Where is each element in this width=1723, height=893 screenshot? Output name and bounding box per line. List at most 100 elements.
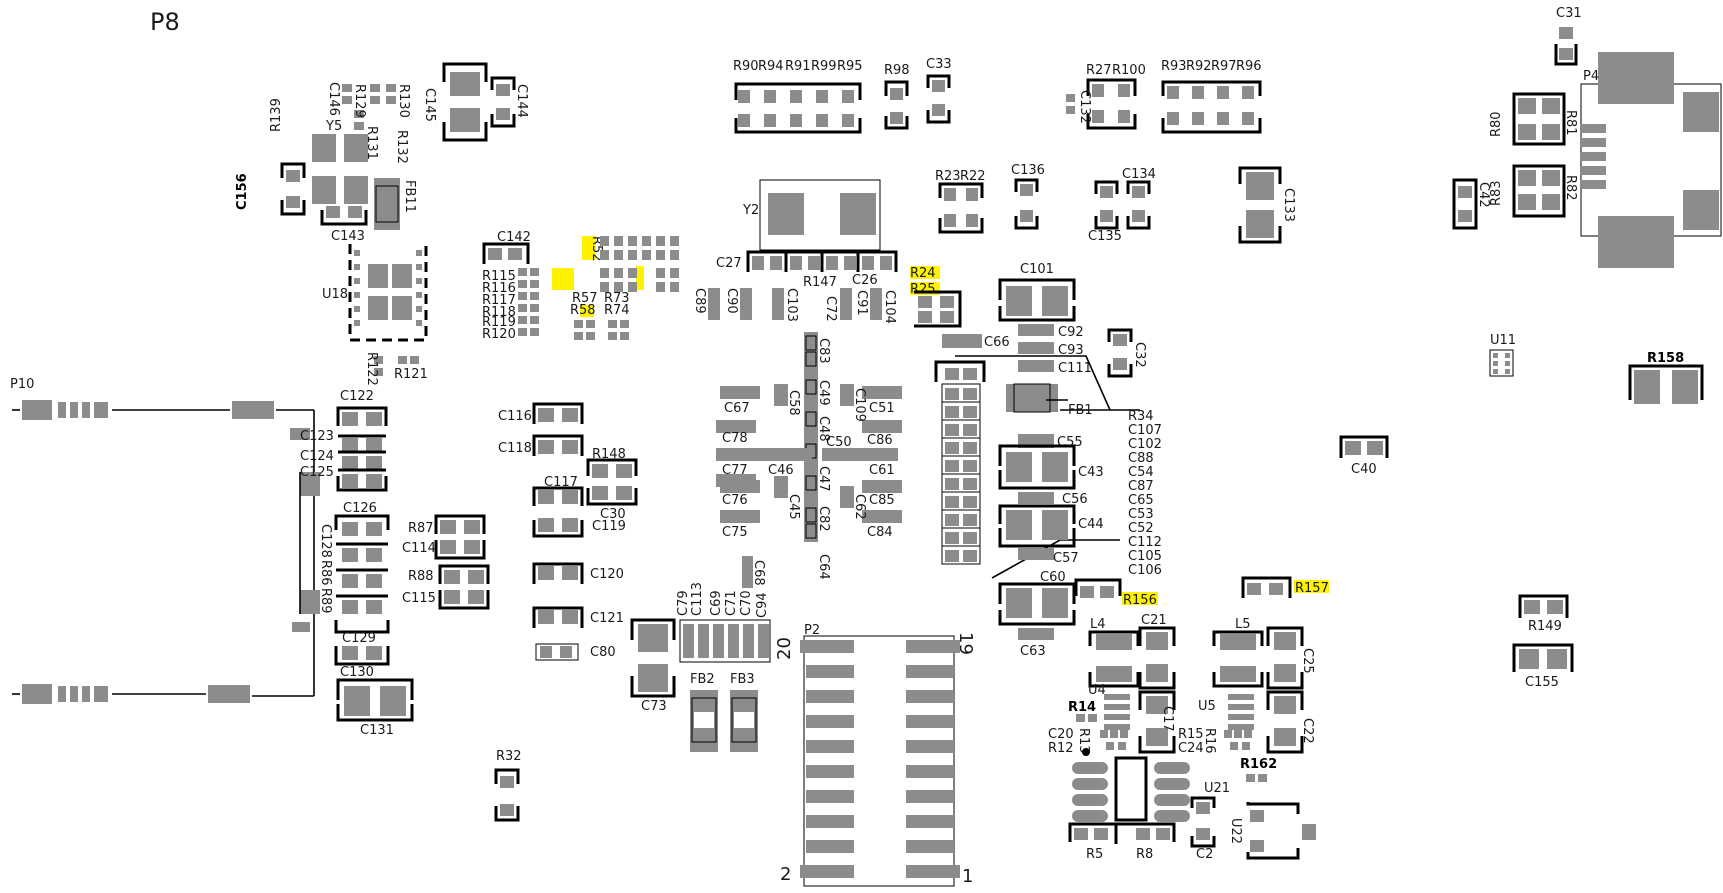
ref-y5: Y5 <box>325 119 342 134</box>
ref-c121: C121 <box>590 611 624 626</box>
ic-u18: U18 <box>322 244 428 342</box>
ref-p4: P4 <box>1583 69 1599 84</box>
part-c134-c135: C134 C135 <box>1088 167 1156 244</box>
ref-c75: C75 <box>722 525 748 540</box>
ref-r148: R148 <box>592 447 626 462</box>
ref-r83: R83 <box>1489 180 1504 206</box>
part-c142: C142 <box>482 230 531 264</box>
ref-l5: L5 <box>1235 617 1251 632</box>
ref-c21: C21 <box>1141 613 1167 628</box>
ref-c60: C60 <box>1040 570 1066 585</box>
part-c25: C25 <box>1266 626 1315 690</box>
ref-c103: C103 <box>784 288 799 322</box>
ref-r93: R93 <box>1161 59 1187 74</box>
ref-c72: C72 <box>823 296 838 322</box>
ref-c145: C145 <box>422 88 437 122</box>
ref-r130: R130 <box>396 84 411 118</box>
ic-center-r5-r8: R5 R8 <box>1068 748 1190 862</box>
ref-c122: C122 <box>340 389 374 404</box>
ref-r91: R91 <box>785 59 811 74</box>
ref-r58: R58 <box>570 303 596 318</box>
ref-r157: R157 <box>1295 581 1329 596</box>
ref-c52: C52 <box>1128 521 1154 536</box>
ref-r121: R121 <box>394 367 428 382</box>
part-c145-c144: C145 C144 <box>422 62 529 142</box>
pin-2-label: 2 <box>780 864 791 885</box>
ref-c32: C32 <box>1132 342 1147 368</box>
ref-c78: C78 <box>722 431 748 446</box>
ref-c64: C64 <box>816 554 831 580</box>
ref-r132: R132 <box>394 130 409 164</box>
ref-r14: R14 <box>1068 700 1096 715</box>
ref-c50: C50 <box>826 435 852 450</box>
ref-c22: C22 <box>1300 718 1315 744</box>
part-c31: C31 <box>1554 6 1582 66</box>
resistor-array-r90-r95: R90 R94 R91 R99 R95 <box>733 59 863 134</box>
part-c136: C136 <box>1011 163 1045 230</box>
ref-r119: R119 <box>482 315 516 330</box>
ref-c116: C116 <box>498 409 532 424</box>
ref-u4: U4 <box>1088 683 1106 698</box>
ref-c20: C20 <box>1048 727 1074 742</box>
ref-c135: C135 <box>1088 229 1122 244</box>
caps-c116-c121: C116 C118 R148 C30 C117 C119 C120 C121 C… <box>498 402 638 661</box>
part-c17: C17 <box>1138 690 1176 754</box>
inductor-l4: L4 <box>1088 617 1140 688</box>
ref-r27: R27 <box>1086 63 1112 78</box>
row-c27-r147-c26: C27 R147 C26 <box>716 250 898 290</box>
part-c132: C132 <box>1066 90 1092 124</box>
cap-column-c122-c131: C122 C123 C124 C125 C126 C128 R86 R89 C1… <box>300 389 414 738</box>
ref-fb3: FB3 <box>730 672 755 687</box>
connector-p4: P4 <box>1580 52 1722 268</box>
ref-c120: C120 <box>590 567 624 582</box>
ref-c63: C63 <box>1020 644 1046 659</box>
ref-c65: C65 <box>1128 493 1154 508</box>
ref-c84: C84 <box>867 525 893 540</box>
ref-c125: C125 <box>300 465 334 480</box>
ref-c113: C113 <box>690 582 705 616</box>
vertical-caps-c89-c104: C89 C90 C103 C72 C91 C104 <box>692 288 897 324</box>
resistor-grid: R115 R116 R117 R118 R119 R120 R52 R57 R5… <box>482 236 679 342</box>
ref-c105: C105 <box>1128 549 1162 564</box>
ref-r5: R5 <box>1086 847 1103 862</box>
ref-r96: R96 <box>1236 59 1262 74</box>
ref-c109: C109 <box>852 388 867 422</box>
ref-c44: C44 <box>1078 517 1104 532</box>
ref-u11: U11 <box>1490 333 1516 348</box>
ref-r73: R73 <box>604 291 630 306</box>
ref-u18: U18 <box>322 287 348 302</box>
ref-c104: C104 <box>882 290 897 324</box>
ref-c94: C94 <box>755 592 770 618</box>
ref-y2: Y2 <box>742 203 759 218</box>
pin-20-label: 20 <box>774 637 795 660</box>
ref-c131: C131 <box>360 723 394 738</box>
ref-c73: C73 <box>641 699 667 714</box>
ref-r129: R129 <box>352 84 367 118</box>
ref-c17: C17 <box>1160 706 1175 732</box>
crystal-y2: Y2 <box>742 179 881 251</box>
part-c33: C33 <box>926 57 952 124</box>
ref-u5: U5 <box>1198 699 1216 714</box>
ref-c117: C117 <box>544 475 578 490</box>
ref-fb2: FB2 <box>690 672 715 687</box>
ref-r122: R122 <box>364 352 379 386</box>
ref-r156: R156 <box>1123 593 1157 608</box>
ref-p2: P2 <box>804 623 820 638</box>
ic-u5: U5 <box>1198 694 1254 750</box>
ref-c53: C53 <box>1128 507 1154 522</box>
ref-c61: C61 <box>869 463 895 478</box>
ref-c102: C102 <box>1128 437 1162 452</box>
ref-r23: R23 <box>935 169 961 184</box>
ref-c25: C25 <box>1300 648 1315 674</box>
ref-c27: C27 <box>716 256 742 271</box>
pin-19-label: 19 <box>955 632 976 655</box>
ref-c130: C130 <box>340 665 374 680</box>
ref-r158: R158 <box>1647 351 1684 366</box>
ref-c67: C67 <box>724 401 750 416</box>
connector-p10: P10 <box>10 377 320 704</box>
ref-c155: C155 <box>1525 675 1559 690</box>
cap-column-c34-c106 <box>934 355 1120 579</box>
part-c101: C101 <box>998 262 1076 322</box>
